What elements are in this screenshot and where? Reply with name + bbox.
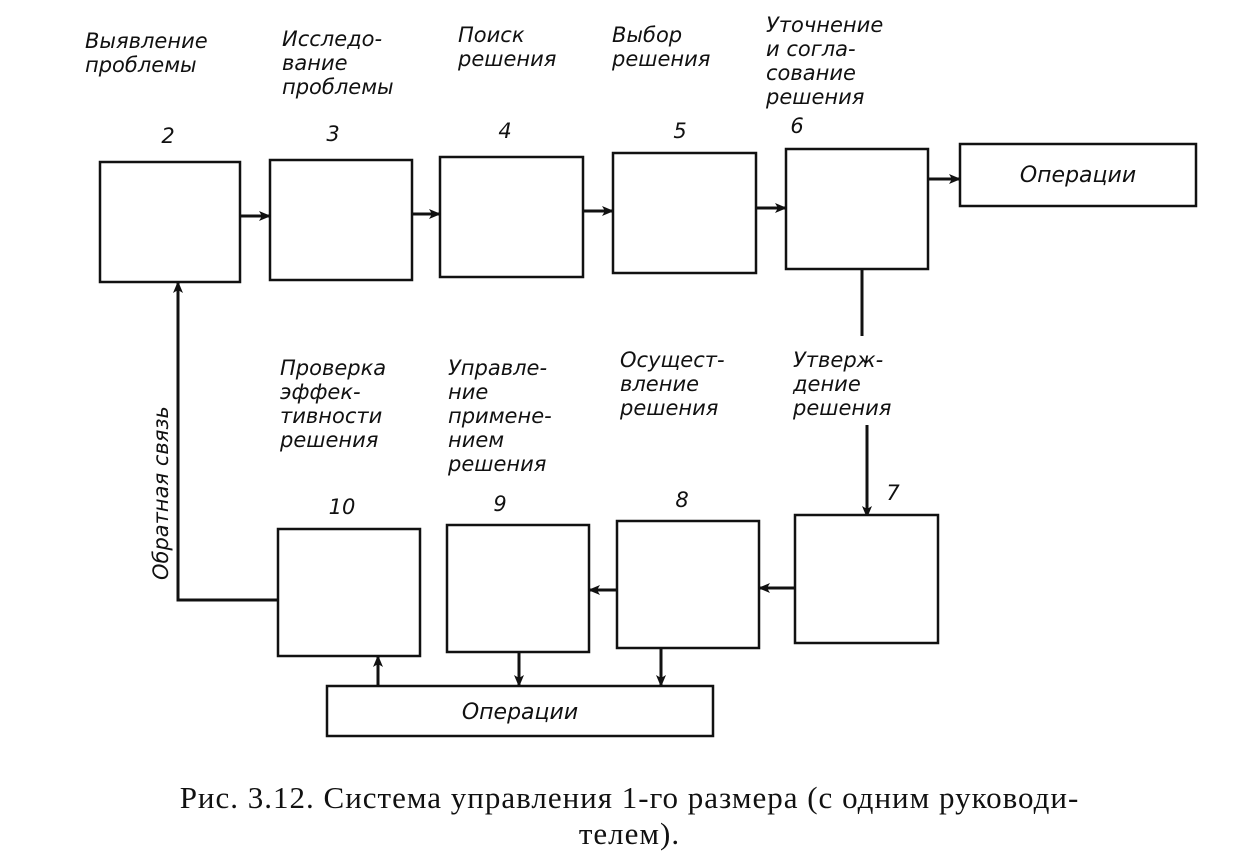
stage-8-label-line: вление [620, 372, 699, 396]
stage-10-label-line: решения [279, 428, 378, 452]
operations-box-bottom [325, 684, 715, 738]
box-5 [611, 151, 758, 275]
stage-2-number: 2 [161, 124, 174, 148]
box-9 [445, 523, 591, 654]
stage-8-label-line: решения [619, 396, 718, 420]
stage-9-number: 9 [493, 492, 506, 516]
stage-6-label-line: сование [766, 61, 856, 85]
stage-2-label-line: Выявление [85, 29, 208, 53]
stage-2-label-line: проблемы [85, 53, 197, 77]
stage-4-label-line: решения [457, 47, 556, 71]
stage-5-number: 5 [673, 119, 686, 143]
stage-10-number: 10 [329, 495, 356, 519]
stage-6-label-line: решения [765, 85, 864, 109]
stage-3-label-line: проблемы [282, 75, 394, 99]
box-3 [268, 158, 414, 282]
figure-caption-line1: Рис. 3.12. Система управления 1-го разме… [179, 780, 1080, 815]
stage-8-number: 8 [675, 488, 688, 512]
stage-labels: Выявлениепроблемы2Исследо-ваниепроблемы3… [85, 13, 900, 519]
stage-4-label-line: Поиск [458, 23, 525, 47]
stage-7-number: 7 [886, 481, 900, 505]
stage-8-label-line: Осущест- [620, 348, 725, 372]
operations-top-label: Операции [1020, 163, 1136, 188]
stage-5-label-line: Выбор [612, 23, 682, 47]
stage-6-number: 6 [790, 114, 803, 138]
stage-3-label-line: Исследо- [282, 27, 382, 51]
stage-5-label-line: решения [611, 47, 710, 71]
feedback-label: Обратная связь [149, 406, 173, 580]
stage-10-label-line: тивности [280, 404, 382, 428]
stage-7-label-line: Утверж- [793, 348, 883, 372]
stage-6-label-line: и согла- [766, 37, 856, 61]
stage-9-label-line: нием [448, 428, 504, 452]
box-10 [276, 527, 422, 658]
stage-4-number: 4 [498, 119, 511, 143]
stage-9-label-line: ние [448, 380, 488, 404]
stage-9-label-line: примене- [448, 404, 552, 428]
box-8 [615, 519, 761, 650]
box-6 [784, 147, 930, 271]
box-2 [98, 160, 242, 284]
box-7 [793, 513, 940, 645]
stage-7-label-line: решения [792, 396, 891, 420]
box-4 [438, 155, 585, 279]
stage-10-label-line: эффек- [280, 380, 361, 404]
stage-10-label-line: Проверка [280, 356, 386, 380]
stage-6-label-line: Уточнение [766, 13, 883, 37]
stage-3-number: 3 [326, 122, 339, 146]
operations-bottom-label: Операции [462, 700, 578, 725]
feedback-arrow [173, 281, 278, 602]
figure-caption-line2: телем). [578, 816, 681, 851]
stage-9-label-line: Управле- [448, 356, 547, 380]
stage-3-label-line: вание [282, 51, 348, 75]
stage-7-label-line: дение [792, 372, 861, 396]
stage-9-label-line: решения [447, 452, 546, 476]
